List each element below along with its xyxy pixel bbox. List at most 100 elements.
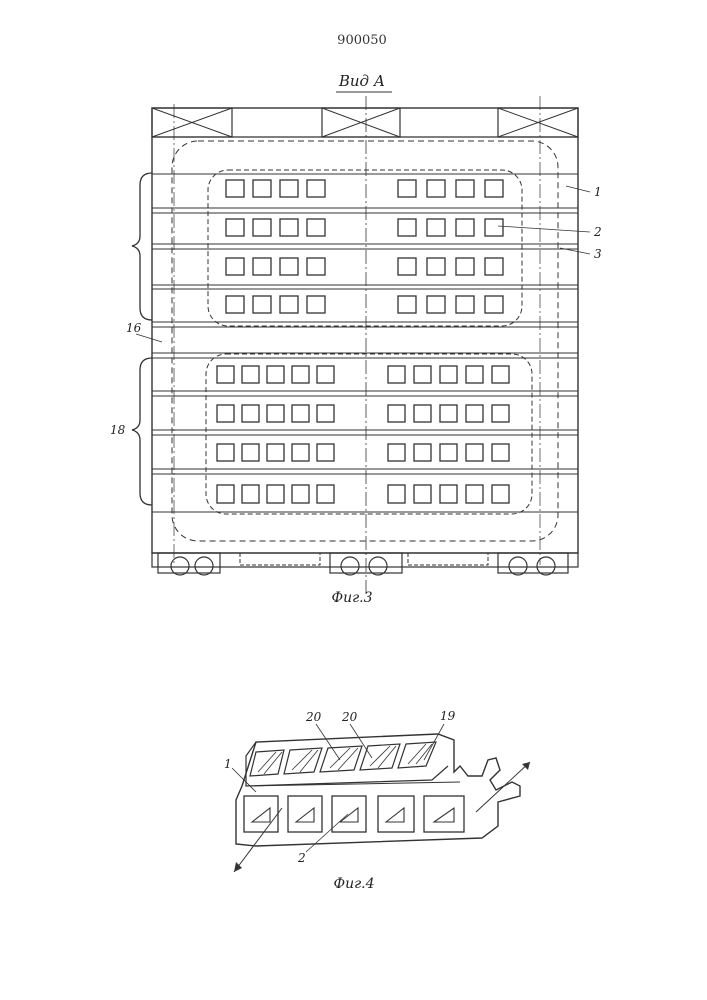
callout-18: 18: [110, 423, 126, 437]
callout-1-fig4: 1: [224, 757, 232, 771]
window-cell: [280, 180, 298, 197]
bolt-center-2: [369, 557, 387, 575]
window-cell: [456, 180, 474, 197]
window-cell: [388, 444, 405, 461]
housing-outline: [152, 108, 578, 553]
window-cell: [267, 405, 284, 422]
window-cell: [307, 258, 325, 275]
window-cell: [466, 405, 483, 422]
window-cell: [388, 485, 405, 503]
window-cell: [217, 405, 234, 422]
window-cell: [292, 366, 309, 383]
window-cell: [226, 219, 244, 236]
figure-3: Вид А: [110, 72, 602, 606]
window-cell: [242, 366, 259, 383]
window-cell: [307, 219, 325, 236]
leader-2: [498, 226, 590, 232]
window-cell: [414, 366, 431, 383]
window-cell: [456, 219, 474, 236]
window-cell: [253, 219, 271, 236]
cell-mark: [252, 808, 270, 822]
window-cell: [398, 219, 416, 236]
window-cell: [253, 296, 271, 313]
figure-4: 20 20 19 1 2 Фиг.4: [224, 709, 530, 892]
window-cell: [414, 444, 431, 461]
window-cell: [492, 366, 509, 383]
base-slot-left: [240, 553, 320, 565]
window-cell: [414, 485, 431, 503]
window-cell: [226, 180, 244, 197]
window-cell: [267, 485, 284, 503]
window-cell: [427, 219, 445, 236]
base-slot-right: [408, 553, 488, 565]
patent-number: 900050: [337, 33, 387, 48]
hatch-line: [370, 746, 390, 766]
window-cell: [398, 296, 416, 313]
window-cell: [485, 219, 503, 236]
callout-20a: 20: [305, 710, 322, 724]
figure-4-caption: Фиг.4: [333, 876, 374, 892]
window-cell: [440, 405, 457, 422]
window-cell: [492, 444, 509, 461]
hatched-cell: [320, 746, 362, 772]
window-cell: [456, 296, 474, 313]
window-cell: [414, 405, 431, 422]
window-cell: [440, 366, 457, 383]
upper-module-outline: [208, 170, 522, 326]
window-cell: [292, 405, 309, 422]
base-rail: [152, 553, 578, 567]
window-cell: [226, 296, 244, 313]
window-cell: [398, 180, 416, 197]
cell-mark: [386, 808, 404, 822]
strip-top-edge: [246, 742, 448, 786]
lower-cell: [332, 796, 366, 832]
window-cell: [292, 485, 309, 503]
window-cell: [292, 444, 309, 461]
hatch-line: [330, 748, 350, 768]
top-mounting-boxes: [152, 108, 578, 137]
window-cell: [307, 180, 325, 197]
window-cell: [217, 366, 234, 383]
inner-dashed-contour: [172, 141, 558, 541]
window-cell: [388, 405, 405, 422]
lower-cell: [424, 796, 464, 832]
window-cell: [398, 258, 416, 275]
window-cell: [317, 405, 334, 422]
callout-1: 1: [594, 185, 602, 199]
window-cell: [456, 258, 474, 275]
figure-3-caption: Фиг.3: [331, 590, 372, 606]
hatch-line: [408, 744, 426, 764]
window-cell: [280, 219, 298, 236]
window-cell: [267, 366, 284, 383]
window-cell: [317, 485, 334, 503]
bolt-left: [171, 557, 189, 575]
base-assembly: [152, 553, 578, 575]
upper-window-grid: [226, 180, 503, 313]
foot-right: [498, 553, 568, 573]
window-cell: [485, 180, 503, 197]
window-cell: [466, 366, 483, 383]
window-cell: [217, 444, 234, 461]
window-cell: [427, 258, 445, 275]
leader-1-fig4: [232, 768, 256, 792]
window-cell: [485, 296, 503, 313]
cell-mark: [434, 808, 454, 822]
cell-mark: [296, 808, 314, 822]
callout-3: 3: [594, 247, 602, 261]
window-cell: [307, 296, 325, 313]
callout-20b: 20: [341, 710, 358, 724]
lower-cell: [244, 796, 278, 832]
bolt-left-2: [195, 557, 213, 575]
window-cell: [267, 444, 284, 461]
cell-mark: [340, 808, 358, 822]
window-cell: [253, 180, 271, 197]
leader-2-fig4: [306, 814, 348, 852]
hatch-line: [416, 744, 432, 764]
plate-lines: [152, 174, 578, 512]
callout-19: 19: [440, 709, 456, 723]
view-label: Вид А: [338, 72, 385, 90]
window-cell: [440, 485, 457, 503]
window-cell: [492, 405, 509, 422]
callout-16: 16: [126, 321, 142, 335]
